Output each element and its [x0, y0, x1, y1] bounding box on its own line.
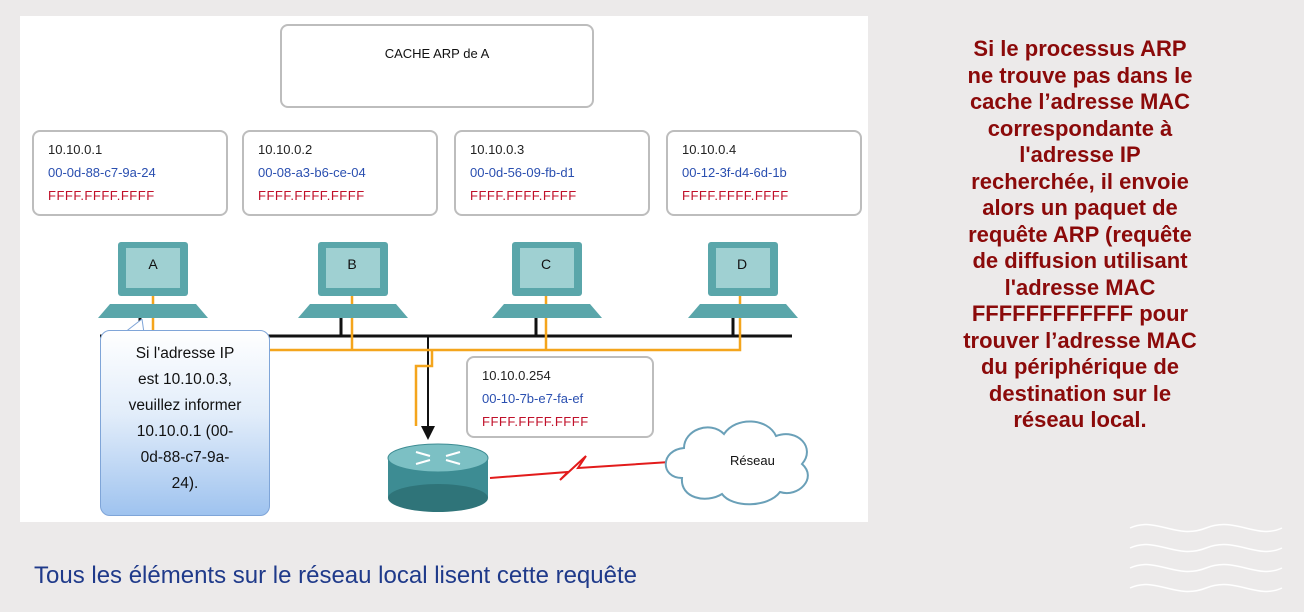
- host-d-broadcast: FFFF.FFFF.FFFF: [682, 188, 789, 203]
- host-a-ip: 10.10.0.1: [48, 142, 103, 157]
- pc-a-label: A: [148, 256, 158, 272]
- router-broadcast: FFFF.FFFF.FFFF: [482, 414, 589, 429]
- host-d-ip: 10.10.0.4: [682, 142, 737, 157]
- explanation-line: requête ARP (requête: [968, 221, 1192, 247]
- callout-line: Si l'adresse IP: [135, 345, 235, 362]
- explanation-line: recherchée, il envoie: [971, 168, 1189, 194]
- host-c-broadcast: FFFF.FFFF.FFFF: [470, 188, 577, 203]
- router-ip: 10.10.0.254: [482, 368, 551, 383]
- host-c-ip: 10.10.0.3: [470, 142, 525, 157]
- explanation-line: correspondante à: [987, 115, 1173, 141]
- callout-line: est 10.10.0.3,: [138, 371, 232, 388]
- callout-line: veuillez informer: [128, 397, 242, 414]
- explanation-text: Si le processus ARP ne trouve pas dans l…: [880, 36, 1280, 434]
- explanation-line: alors un paquet de: [982, 195, 1178, 220]
- callout-line: 24).: [171, 475, 199, 492]
- host-a-box: 10.10.0.1 00-0d-88-c7-9a-24 FFFF.FFFF.FF…: [32, 130, 228, 216]
- host-a-mac: 00-0d-88-c7-9a-24: [48, 165, 156, 180]
- pc-b-label: B: [347, 256, 357, 272]
- callout-line: 0d-88-c7-9a-: [140, 449, 230, 466]
- explanation-line: l'adresse IP: [1019, 142, 1141, 167]
- arp-request-callout: Si l'adresse IP est 10.10.0.3, veuillez …: [100, 330, 270, 516]
- arp-cache-title: CACHE ARP de A: [384, 46, 490, 61]
- host-b-ip: 10.10.0.2: [258, 142, 313, 157]
- cloud-icon: [664, 420, 809, 506]
- host-a-broadcast: FFFF.FFFF.FFFF: [48, 188, 155, 203]
- explanation-line: trouver l’adresse MAC: [963, 327, 1197, 353]
- network-drawing: [98, 242, 809, 512]
- router-icon: [387, 443, 489, 512]
- callout-line: 10.10.0.1 (00-: [136, 423, 234, 440]
- host-c-box: 10.10.0.3 00-0d-56-09-fb-d1 FFFF.FFFF.FF…: [454, 130, 650, 216]
- explanation-line: l'adresse MAC: [1004, 274, 1156, 300]
- explanation-line: de diffusion utilisant: [972, 248, 1188, 273]
- explanation-line: FFFFFFFFFFFF pour: [971, 301, 1189, 326]
- host-d-box: 10.10.0.4 00-12-3f-d4-6d-1b FFFF.FFFF.FF…: [666, 130, 862, 216]
- arp-cache-box: CACHE ARP de A: [280, 24, 594, 108]
- explanation-line: réseau local.: [1013, 407, 1147, 432]
- host-d-mac: 00-12-3f-d4-6d-1b: [682, 165, 787, 180]
- pc-d-icon: [688, 242, 798, 318]
- explanation-line: Si le processus ARP: [973, 36, 1187, 61]
- host-c-mac: 00-0d-56-09-fb-d1: [470, 165, 575, 180]
- router-arrowhead: [421, 426, 435, 440]
- explanation-line: cache l’adresse MAC: [969, 89, 1191, 114]
- explanation-line: ne trouve pas dans le: [967, 62, 1193, 88]
- explanation-line: du périphérique de: [980, 354, 1180, 379]
- diagram-panel: A B C D CACHE ARP de A 10.10.0.1 00-0d-8…: [20, 16, 868, 522]
- pc-b-icon: [298, 242, 408, 318]
- pc-icons: [98, 242, 798, 318]
- host-b-mac: 00-08-a3-b6-ce-04: [258, 165, 366, 180]
- pc-a-icon: [98, 242, 208, 318]
- router-box: 10.10.0.254 00-10-7b-e7-fa-ef FFFF.FFFF.…: [466, 356, 654, 438]
- pc-d-label: D: [736, 256, 748, 272]
- router-mac: 00-10-7b-e7-fa-ef: [482, 391, 584, 406]
- bottom-caption: Tous les éléments sur le réseau local li…: [34, 562, 637, 589]
- serial-link: [489, 455, 671, 481]
- wave-decoration-icon: [1129, 523, 1283, 593]
- pc-c-icon: [492, 242, 602, 318]
- pc-c-label: C: [540, 256, 552, 272]
- cloud-label: Réseau: [730, 453, 775, 468]
- host-b-box: 10.10.0.2 00-08-a3-b6-ce-04 FFFF.FFFF.FF…: [242, 130, 438, 216]
- host-b-broadcast: FFFF.FFFF.FFFF: [258, 188, 365, 203]
- explanation-line: destination sur le: [988, 380, 1172, 406]
